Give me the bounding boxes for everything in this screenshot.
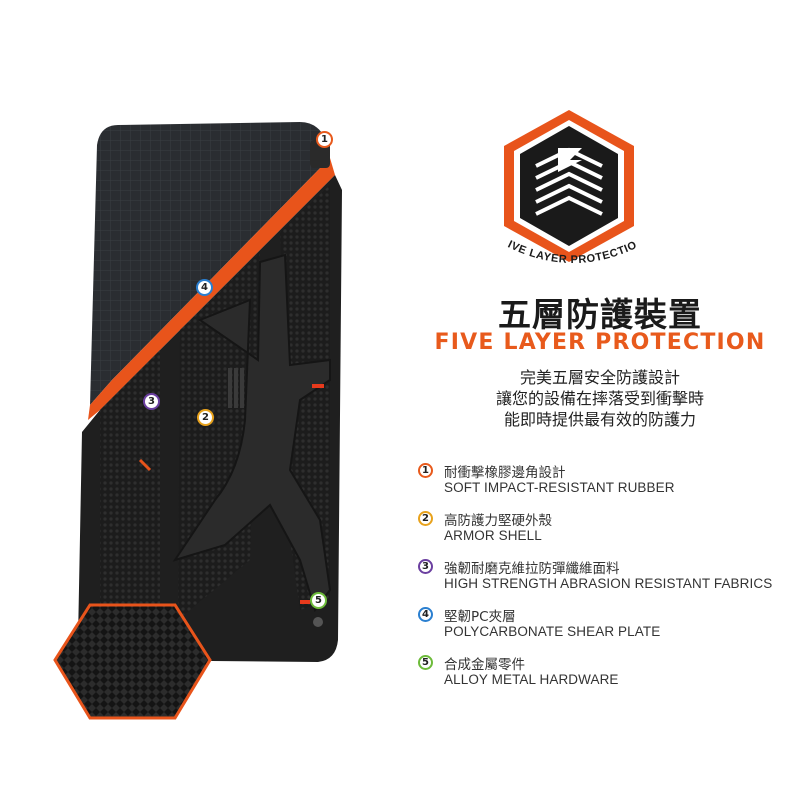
marker-1: 1 xyxy=(316,131,333,148)
feature-label-en: SOFT IMPACT-RESISTANT RUBBER xyxy=(444,480,675,495)
feature-item: 2 高防護力堅硬外殼 ARMOR SHELL xyxy=(418,510,788,558)
feature-label-cn: 堅韌PC夾層 xyxy=(444,609,516,625)
five-layer-logo xyxy=(504,110,634,262)
marker-5: 5 xyxy=(310,592,327,609)
description-line: 完美五層安全防護設計 xyxy=(519,368,680,387)
feature-number-badge: 5 xyxy=(418,655,433,670)
description-line: 讓您的設備在摔落受到衝擊時 xyxy=(495,389,704,408)
phone-back-plate xyxy=(90,122,330,405)
feature-label-en: ARMOR SHELL xyxy=(444,528,542,543)
feature-number-badge: 4 xyxy=(418,607,433,622)
feature-label-cn: 高防護力堅硬外殼 xyxy=(444,513,552,529)
feature-label-en: HIGH STRENGTH ABRASION RESISTANT FABRICS xyxy=(444,576,773,591)
title-english: FIVE LAYER PROTECTION xyxy=(434,330,766,355)
metal-hardware-screw xyxy=(313,617,323,627)
title-chinese: 五層防護裝置 xyxy=(498,295,702,334)
feature-label-en: POLYCARBONATE SHEAR PLATE xyxy=(444,624,661,639)
feature-item: 1 耐衝擊橡膠邊角設計 SOFT IMPACT-RESISTANT RUBBER xyxy=(418,462,788,510)
logo-caption: FIVE LAYER PROTECTION xyxy=(498,238,639,266)
marker-4: 4 xyxy=(196,279,213,296)
feature-label-cn: 強韌耐磨克維拉防彈纖維面料 xyxy=(444,561,620,577)
feature-label-cn: 耐衝擊橡膠邊角設計 xyxy=(444,465,566,481)
fabric-zoom-hexagon xyxy=(53,603,212,720)
marker-3: 3 xyxy=(143,393,160,410)
feature-label-cn: 合成金屬零件 xyxy=(444,657,525,673)
feature-label-en: ALLOY METAL HARDWARE xyxy=(444,672,619,687)
armor-x-structure xyxy=(172,253,332,613)
kevlar-panel-edge xyxy=(100,350,160,650)
red-accent-2 xyxy=(300,600,310,604)
feature-list: 1 耐衝擊橡膠邊角設計 SOFT IMPACT-RESISTANT RUBBER… xyxy=(418,462,788,702)
description: 完美五層安全防護設計 讓您的設備在摔落受到衝擊時 能即時提供最有效的防護力 xyxy=(400,367,800,430)
feature-item: 5 合成金屬零件 ALLOY METAL HARDWARE xyxy=(418,654,788,702)
case-logo-mark xyxy=(228,368,244,408)
feature-number-badge: 2 xyxy=(418,511,433,526)
feature-item: 4 堅韌PC夾層 POLYCARBONATE SHEAR PLATE xyxy=(418,606,788,654)
red-accent-1 xyxy=(312,384,324,388)
description-line: 能即時提供最有效的防護力 xyxy=(503,410,696,429)
svg-text:FIVE LAYER PROTECTION: FIVE LAYER PROTECTION xyxy=(498,238,639,266)
marker-2: 2 xyxy=(197,409,214,426)
feature-number-badge: 3 xyxy=(418,559,433,574)
feature-number-badge: 1 xyxy=(418,463,433,478)
feature-item: 3 強韌耐磨克維拉防彈纖維面料 HIGH STRENGTH ABRASION R… xyxy=(418,558,788,606)
